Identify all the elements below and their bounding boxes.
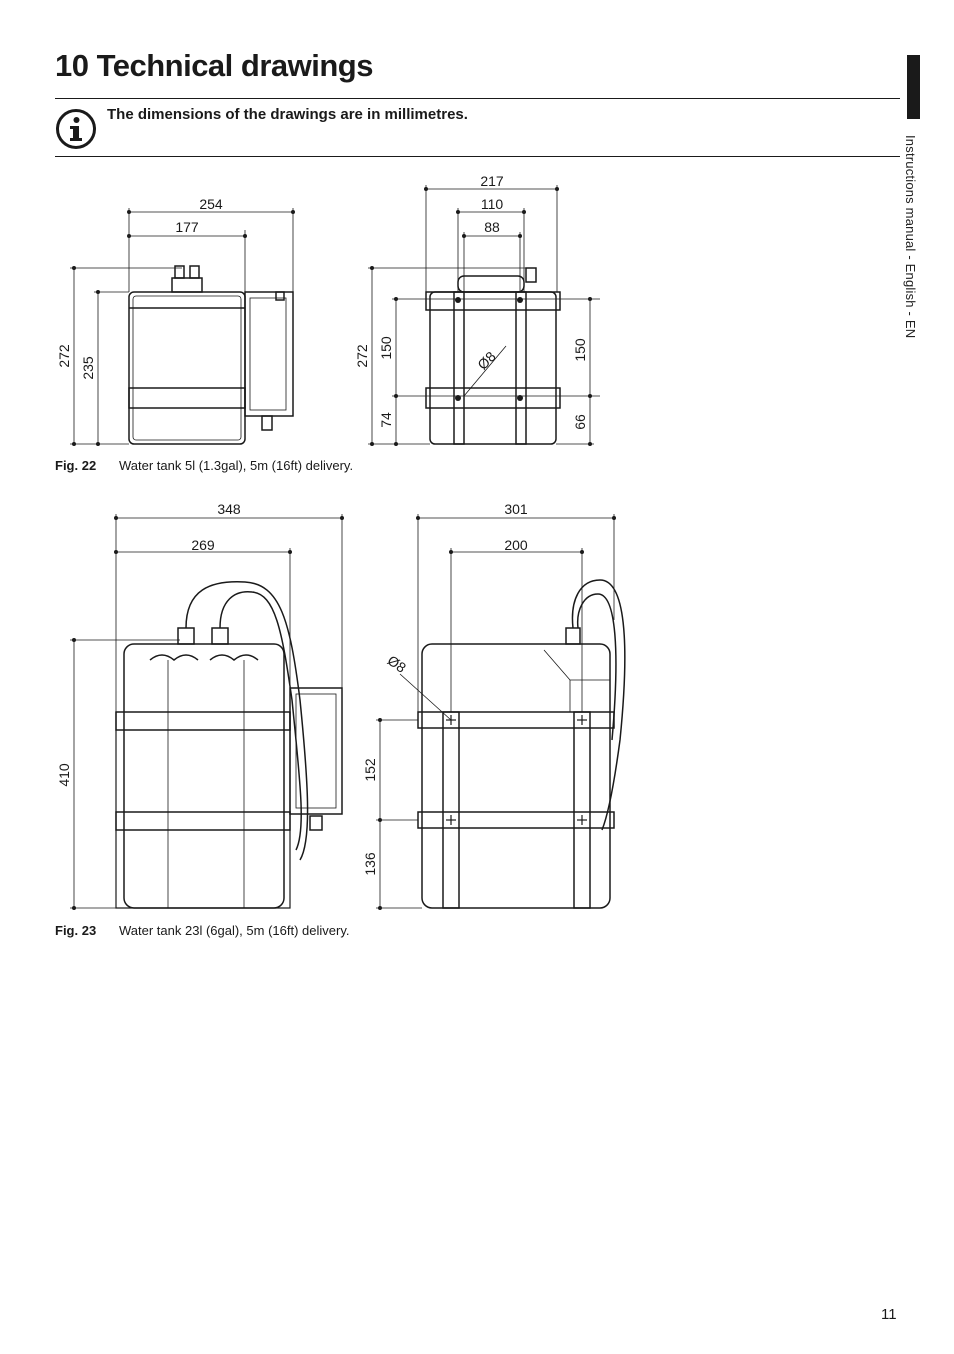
chapter-tab [907,55,920,119]
dim-301: 301 [504,501,528,517]
info-rule [55,156,900,157]
dim-217: 217 [480,173,504,189]
fig23-drawing: 348 269 410 301 200 152 136 Ø8 [56,501,626,910]
fig22-caption-text: Water tank 5l (1.3gal), 5m (16ft) delive… [119,458,354,473]
fig23-caption: Fig. 23 Water tank 23l (6gal), 5m (16ft) … [55,923,349,938]
page-title: 10 Technical drawings [55,48,373,83]
dim-177: 177 [175,219,199,235]
dim-110: 110 [481,196,504,212]
dim-150-left: 150 [378,336,394,360]
dim-74: 74 [378,412,394,428]
dim-150-right: 150 [572,338,588,362]
info-text: The dimensions of the drawings are in mi… [107,106,468,123]
fig23-label: Fig. 23 [55,923,97,938]
fig22-label: Fig. 22 [55,458,97,473]
dim-269: 269 [191,537,215,553]
dim-200: 200 [504,537,528,553]
dim-152: 152 [362,758,378,782]
header-rule [55,98,900,99]
fig23-caption-text: Water tank 23l (6gal), 5m (16ft) deliver… [119,923,350,938]
dim-272-side: 272 [56,344,72,368]
info-icon [56,109,96,149]
fig22-drawing: 254 177 272 235 217 110 88 272 150 74 15… [56,173,600,446]
fig22-caption: Fig. 22 Water tank 5l (1.3gal), 5m (16ft)… [55,458,353,473]
dim-348: 348 [217,501,241,517]
side-label: Instructions manual - English - EN [903,135,918,339]
dim-254: 254 [199,196,223,212]
dim-66: 66 [572,414,588,430]
dim-272-front: 272 [354,344,370,368]
dim-hole-fig23: Ø8 [385,652,410,676]
dim-235: 235 [80,356,96,380]
dim-88: 88 [484,219,500,235]
dim-136: 136 [362,852,378,876]
page-number: 11 [881,1306,897,1323]
dim-410: 410 [56,763,72,787]
